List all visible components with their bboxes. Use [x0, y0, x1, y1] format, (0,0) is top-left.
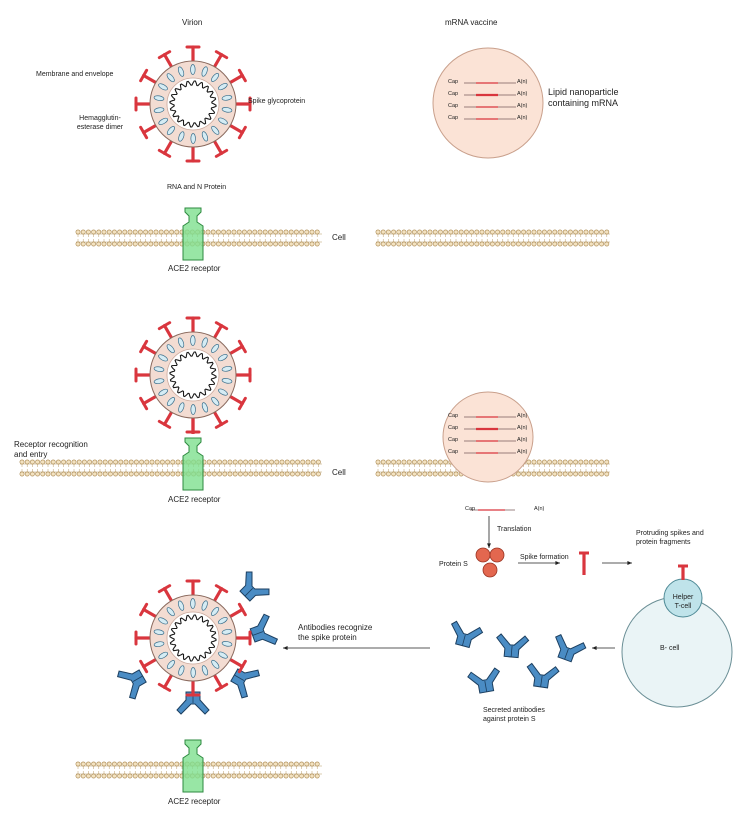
- lnp-mid-tail-label: A(n): [517, 413, 528, 419]
- membrane-envelope-label: Membrane and envelope: [36, 71, 114, 78]
- spike-formation-arrow: [518, 561, 560, 565]
- cell-label-mid: Cell: [332, 468, 346, 477]
- lnp-mid-cap-label: Cap: [448, 449, 459, 455]
- translation-label: Translation: [497, 526, 532, 533]
- lnp-mid-cap-label: Cap: [448, 425, 459, 431]
- lnp-top-tail-label: A(n): [517, 115, 528, 121]
- cell-label-top: Cell: [332, 233, 346, 242]
- virion-header: Virion: [182, 18, 203, 27]
- ace2-receptor-mid: [182, 437, 204, 491]
- protein-s-sphere: [482, 562, 498, 578]
- b-cell-label: B- cell: [660, 645, 680, 652]
- secreted-antibody: [549, 632, 588, 666]
- antibodies-recognize-label: Antibodies recognize the spike protein: [298, 623, 373, 642]
- lnp-top-tail-label: A(n): [517, 103, 528, 109]
- virion-neutralized: [134, 579, 252, 697]
- secreted-antibody: [524, 662, 561, 690]
- virion-top: [134, 45, 252, 163]
- ace2-receptor-top: [182, 207, 204, 261]
- secreted-antibody: [446, 619, 485, 651]
- secreted-antibodies-label: Secreted antibodies against protein S: [483, 707, 545, 723]
- protein-fragment: [660, 558, 667, 572]
- lnp-mid-tail-label: A(n): [517, 425, 528, 431]
- spike-glycoprotein-label: Spike glycoprotein: [248, 98, 306, 105]
- protein-s-sphere: [489, 547, 505, 563]
- protein-s-sphere: [475, 547, 491, 563]
- lnp-top-cap-label: Cap: [448, 79, 459, 85]
- lnp-mid-tail-label: A(n): [517, 449, 528, 455]
- mrna-vaccine-header: mRNA vaccine: [445, 18, 498, 27]
- virion-entry: [134, 316, 252, 434]
- lnp-top-cap-label: Cap: [448, 91, 459, 97]
- protruding-spikes-label: Protruding spikes and protein fragments: [636, 530, 704, 546]
- lnp-top-tail-label: A(n): [517, 79, 528, 85]
- ace2-receptor-bottom: [182, 739, 204, 793]
- receptor-recognition-label: Receptor recognition and entry: [14, 440, 88, 459]
- lipid-nanoparticle-mid: [442, 391, 534, 483]
- to-helper-arrow: [602, 561, 632, 565]
- single-mrna-tail-label: A(n): [534, 506, 545, 512]
- lipid-nanoparticle-top: [432, 47, 544, 159]
- spike-formation-label: Spike formation: [520, 554, 569, 561]
- ace2-receptor-label-top: ACE2 receptor: [168, 264, 221, 273]
- lnp-mid-cap-label: Cap: [448, 413, 459, 419]
- rna-n-protein-label: RNA and N Protein: [167, 184, 227, 191]
- lnp-top-cap-label: Cap: [448, 115, 459, 121]
- bound-antibody: [246, 612, 280, 651]
- lnp-top-cap-label: Cap: [448, 103, 459, 109]
- helper-t-cell-label: Helper T-cell: [672, 594, 694, 610]
- antibodies-recognize-arrow: [283, 646, 430, 650]
- bound-antibody: [233, 568, 273, 608]
- lnp-top-tail-label: A(n): [517, 91, 528, 97]
- lnp-mid-tail-label: A(n): [517, 437, 528, 443]
- secreted-antibody: [466, 666, 503, 696]
- lnp-label: Lipid nanoparticle containing mRNA: [548, 87, 619, 108]
- to-antibodies-arrow: [592, 646, 615, 650]
- cell-membrane-top-right: [375, 229, 610, 247]
- translation-arrow: [487, 516, 491, 548]
- secreted-antibody: [494, 633, 530, 659]
- protein-s-label: Protein S: [439, 561, 468, 568]
- lnp-mid-cap-label: Cap: [448, 437, 459, 443]
- ace2-receptor-label-bottom: ACE2 receptor: [168, 797, 221, 806]
- single-mrna-cap-label: Cap: [465, 506, 476, 512]
- hemagglutinin-label: Hemagglutin- esterase dimer: [76, 115, 124, 131]
- ace2-receptor-label-mid: ACE2 receptor: [168, 495, 221, 504]
- cell-membrane-mid-left: [19, 459, 322, 477]
